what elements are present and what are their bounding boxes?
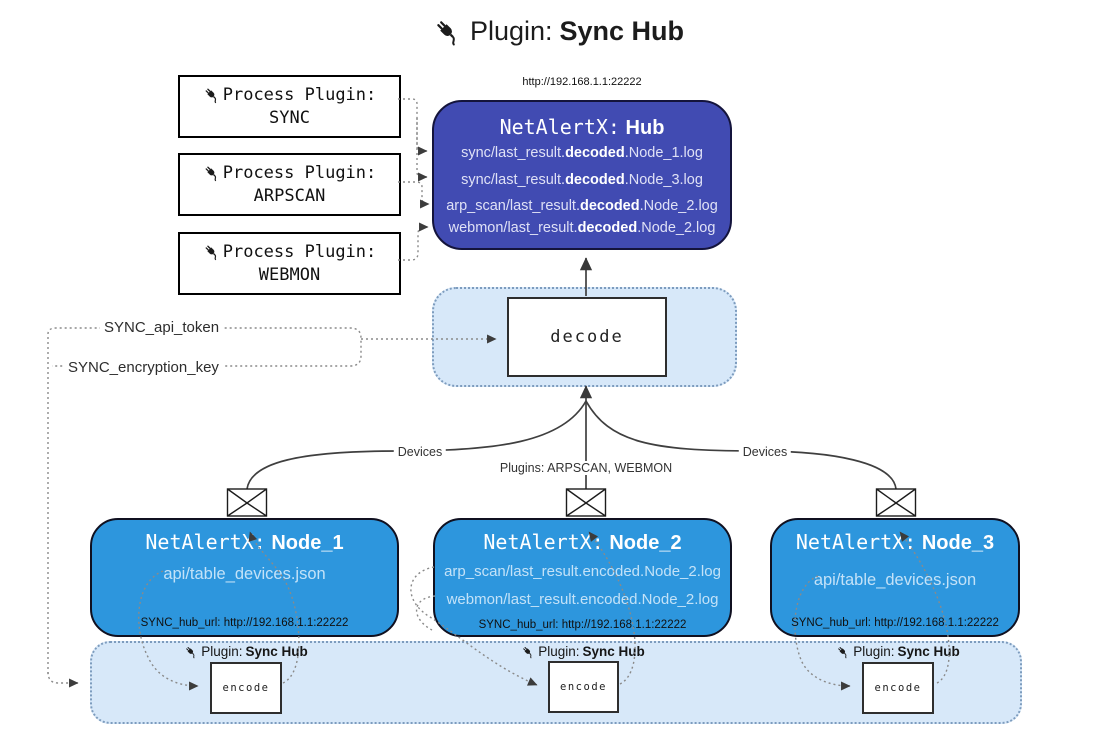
- process-plugin-label: Process Plugin:: [222, 84, 377, 105]
- process-plugin-label: Process Plugin:: [222, 241, 377, 262]
- node3-box: NetAlertX: Node_3 api/table_devices.json…: [770, 518, 1020, 637]
- sync-to-hub-line2: [416, 118, 428, 182]
- page-title-name: Sync Hub: [559, 16, 685, 46]
- hub-box: NetAlertX: Hub sync/last_result.decoded.…: [432, 100, 732, 250]
- arpscan-to-hub-line: [398, 181, 430, 209]
- node2-file: arp_scan/last_result.encoded.Node_2.log: [444, 563, 721, 580]
- process-plugin-name: SYNC: [269, 107, 310, 128]
- node2-title: NetAlertX: Node_2: [483, 530, 682, 554]
- node1-title: NetAlertX: Node_1: [145, 530, 344, 554]
- plug-icon: [203, 164, 221, 182]
- sync-api-token-label: SYNC_api_token: [100, 319, 224, 336]
- webmon-to-hub-line: [398, 222, 429, 261]
- encode2-box: encode: [548, 661, 619, 713]
- process-plugin-sync-box: Process Plugin: SYNC: [178, 75, 401, 138]
- node1-file: api/table_devices.json: [163, 565, 326, 583]
- decode-label: decode: [550, 327, 624, 347]
- encoder3-plugin-label: Plugin:Sync Hub: [836, 644, 960, 659]
- envelope-icon: [875, 488, 917, 517]
- node1-box: NetAlertX: Node_1 api/table_devices.json…: [90, 518, 399, 637]
- sync-encryption-key-label: SYNC_encryption_key: [64, 359, 223, 376]
- plug-icon: [836, 645, 850, 659]
- node2-file: webmon/last_result.encoded.Node_2.log: [446, 591, 719, 608]
- process-plugin-arpscan-box: Process Plugin: ARPSCAN: [178, 153, 401, 216]
- hub-log-line: arp_scan/last_result.decoded.Node_2.log: [446, 198, 718, 214]
- process-plugin-label: Process Plugin:: [222, 162, 377, 183]
- hub-log-line: webmon/last_result.decoded.Node_2.log: [448, 220, 716, 236]
- plug-icon: [184, 645, 198, 659]
- devices-left-label: Devices: [393, 445, 447, 459]
- plugins-center-label: Plugins: ARPSCAN, WEBMON: [495, 461, 677, 475]
- page-title-prefix: Plugin:: [469, 16, 553, 46]
- devices-right-label: Devices: [738, 445, 792, 459]
- hub-url-label: http://192.168.1.1:22222: [522, 76, 642, 88]
- node3-title: NetAlertX: Node_3: [795, 530, 995, 554]
- hub-title-prefix: NetAlertX:: [499, 115, 620, 139]
- process-plugin-name: ARPSCAN: [253, 185, 326, 206]
- hub-log-line: sync/last_result.decoded.Node_3.log: [461, 172, 703, 188]
- process-plugin-name: WEBMON: [258, 264, 321, 285]
- plug-icon: [203, 86, 221, 104]
- hub-log-line: sync/last_result.decoded.Node_1.log: [461, 145, 703, 161]
- plug-icon: [521, 645, 535, 659]
- envelope-icon: [226, 488, 268, 517]
- envelope-icon: [565, 488, 607, 517]
- encode3-box: encode: [862, 662, 934, 714]
- plug-icon: [203, 243, 221, 261]
- settings-to-encoder-arrow: [47, 671, 79, 688]
- encode1-box: encode: [210, 662, 282, 714]
- node1-hub-url: SYNC_hub_url: http://192.168.1.1:22222: [140, 617, 349, 629]
- plug-icon: [433, 17, 463, 47]
- envelopes: [226, 488, 917, 517]
- encoder2-plugin-label: Plugin:Sync Hub: [521, 644, 645, 659]
- process-plugin-webmon-box: Process Plugin: WEBMON: [178, 232, 401, 295]
- page-title: Plugin: Sync Hub: [0, 16, 1117, 47]
- sync-to-hub-line1: [398, 98, 428, 156]
- node3-hub-url: SYNC_hub_url: http://192.168.1.1:22222: [791, 617, 999, 629]
- node2-box: NetAlertX: Node_2 arp_scan/last_result.e…: [433, 518, 732, 637]
- hub-title-name: Hub: [625, 117, 665, 139]
- node2-hub-url: SYNC_hub_url: http://192.168.1.1:22222: [478, 619, 687, 631]
- node3-file: api/table_devices.json: [813, 571, 977, 589]
- encoder1-plugin-label: Plugin:Sync Hub: [184, 644, 308, 659]
- hub-title: NetAlertX: Hub: [434, 115, 730, 140]
- decode-box: decode: [507, 297, 667, 377]
